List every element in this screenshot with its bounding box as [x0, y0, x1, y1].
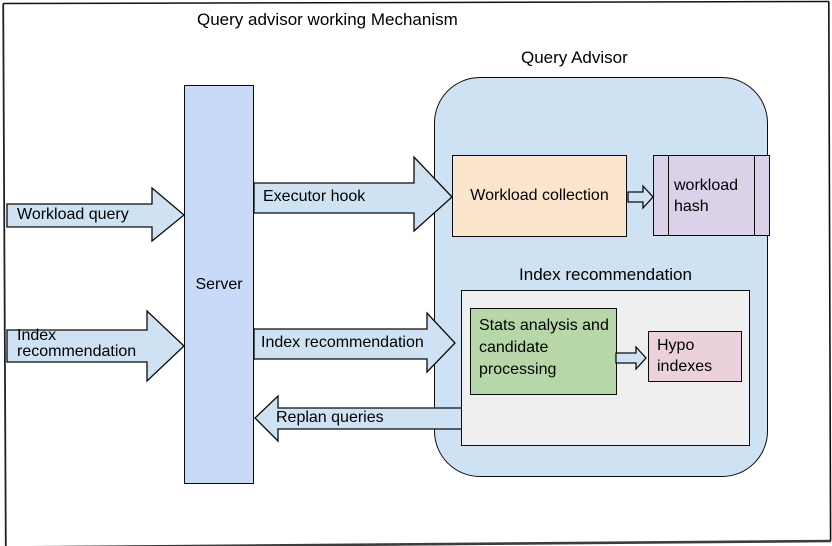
replan-queries-arrow-label: Replan queries [276, 409, 384, 426]
collection-to-hash-arrow [627, 184, 654, 210]
hypo-indexes-label: Hypo indexes [657, 337, 713, 375]
index-recommendation-in-arrow [6, 309, 185, 383]
page-border-bottom [29, 539, 832, 546]
query-advisor-label: Query Advisor [521, 48, 628, 67]
server-label: Server [195, 275, 243, 293]
workload-query-arrow-label: Workload query [17, 206, 129, 223]
workload-hash-label: workload hash [674, 176, 739, 215]
page-border-right [827, 1, 832, 542]
executor-hook-arrow-label: Executor hook [263, 188, 366, 205]
workload-query-arrow [6, 186, 186, 243]
stats-to-hypo-arrow [615, 345, 647, 371]
workload-collection-box: Workload collection [452, 155, 627, 237]
index-recommendation-mid-arrow-label: Index recommendation [261, 334, 424, 351]
replan-queries-arrow [254, 394, 463, 443]
stats-analysis-box: Stats analysis and candidate processing [470, 308, 617, 395]
hypo-indexes-box: Hypo indexes [648, 331, 742, 382]
stats-analysis-label: Stats analysis and candidate processing [479, 317, 609, 378]
workload-hash-left-bar [668, 156, 669, 235]
page-border-top [2, 0, 830, 5]
executor-hook-arrow [253, 155, 453, 233]
index-recommendation-in-arrow-label: Index recommendation [17, 327, 137, 360]
workload-collection-label: Workload collection [470, 187, 609, 204]
server-box: Server [184, 85, 254, 484]
workload-hash-box: workload hash [653, 155, 770, 236]
index-recommendation-mid-arrow [253, 311, 456, 374]
page-border-left [2, 3, 7, 546]
workload-hash-right-bar [754, 156, 755, 235]
diagram-title: Query advisor working Mechanism [197, 10, 458, 29]
index-recommendation-heading: Index recommendation [519, 265, 692, 284]
